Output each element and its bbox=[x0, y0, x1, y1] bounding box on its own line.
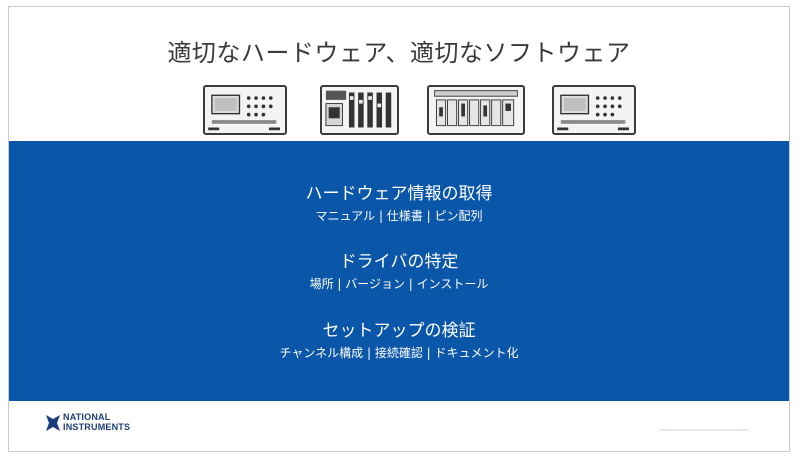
footer-decoration bbox=[659, 429, 749, 431]
logo-line-2: INSTRUMENTS bbox=[63, 422, 131, 432]
instrument-row bbox=[9, 85, 789, 141]
section-title: ドライバの特定 bbox=[339, 252, 459, 272]
ni-eagle-logo-icon bbox=[46, 415, 60, 431]
logo-line-1: NATIONAL bbox=[63, 412, 111, 422]
pxi-chassis-icon bbox=[427, 85, 525, 135]
section-subtitle: 場所 | バージョン | インストール bbox=[309, 277, 489, 291]
modular-chassis-icon bbox=[320, 85, 399, 135]
section-subtitle: マニュアル | 仕様書 | ピン配列 bbox=[315, 209, 483, 223]
section-hardware-info: ハードウェア情報の取得 マニュアル | 仕様書 | ピン配列 bbox=[9, 183, 789, 225]
section-setup-verify: セットアップの検証 チャンネル構成 | 接続確認 | ドキュメント化 bbox=[9, 320, 789, 362]
logo-text: NATIONAL INSTRUMENTS bbox=[63, 412, 130, 432]
content-band: ハードウェア情報の取得 マニュアル | 仕様書 | ピン配列 ドライバの特定 場… bbox=[9, 141, 789, 401]
slide: 適切なハードウェア、適切なソフトウェア bbox=[8, 6, 790, 452]
bench-instrument-icon bbox=[552, 85, 636, 135]
section-title: ハードウェア情報の取得 bbox=[305, 184, 493, 204]
section-title: セットアップの検証 bbox=[322, 321, 476, 341]
slide-title: 適切なハードウェア、適切なソフトウェア bbox=[167, 39, 631, 67]
section-subtitle: チャンネル構成 | 接続確認 | ドキュメント化 bbox=[279, 346, 519, 360]
bench-instrument-icon bbox=[203, 85, 287, 135]
national-instruments-logo: NATIONAL INSTRUMENTS bbox=[45, 411, 155, 439]
section-driver: ドライバの特定 場所 | バージョン | インストール bbox=[9, 251, 789, 293]
